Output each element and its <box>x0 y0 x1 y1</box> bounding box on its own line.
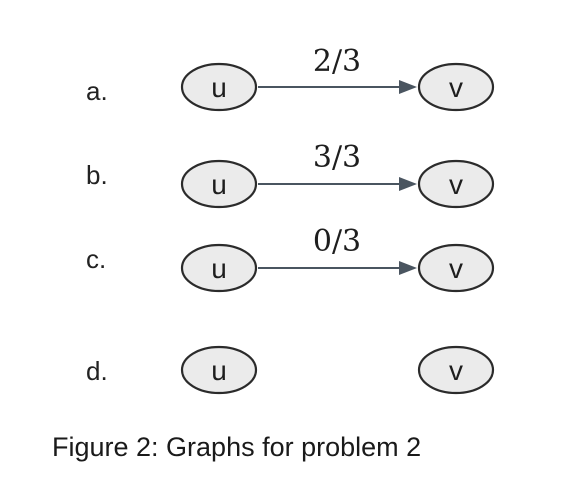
row-label: c. <box>86 244 106 274</box>
graph-row-c: c. 0/3 u v <box>86 224 495 293</box>
node-u: u <box>180 159 258 209</box>
node-label: v <box>449 169 463 200</box>
node-v: v <box>417 345 495 395</box>
node-label: v <box>449 72 463 103</box>
node-label: u <box>211 72 227 103</box>
arrowhead-icon <box>399 177 417 191</box>
node-label: v <box>449 355 463 386</box>
node-u: u <box>180 345 258 395</box>
graph-row-a: a. 2/3 u v <box>86 44 495 112</box>
edge-flow-label: 3/3 <box>313 140 361 175</box>
node-label: u <box>211 355 227 386</box>
node-u: u <box>180 243 258 293</box>
row-label: d. <box>86 356 108 386</box>
node-v: v <box>417 243 495 293</box>
figure-caption: Figure 2: Graphs for problem 2 <box>52 432 421 462</box>
node-u: u <box>180 62 258 112</box>
node-label: v <box>449 253 463 284</box>
node-v: v <box>417 159 495 209</box>
graph-row-d: d. u v <box>86 345 495 395</box>
arrowhead-icon <box>399 80 417 94</box>
row-label: b. <box>86 160 108 190</box>
arrowhead-icon <box>399 261 417 275</box>
node-v: v <box>417 62 495 112</box>
row-label: a. <box>86 76 108 106</box>
edge-flow-label: 2/3 <box>313 44 361 79</box>
node-label: u <box>211 253 227 284</box>
node-label: u <box>211 169 227 200</box>
edge-flow-label: 0/3 <box>313 224 361 259</box>
graph-row-b: b. 3/3 u v <box>86 140 495 209</box>
